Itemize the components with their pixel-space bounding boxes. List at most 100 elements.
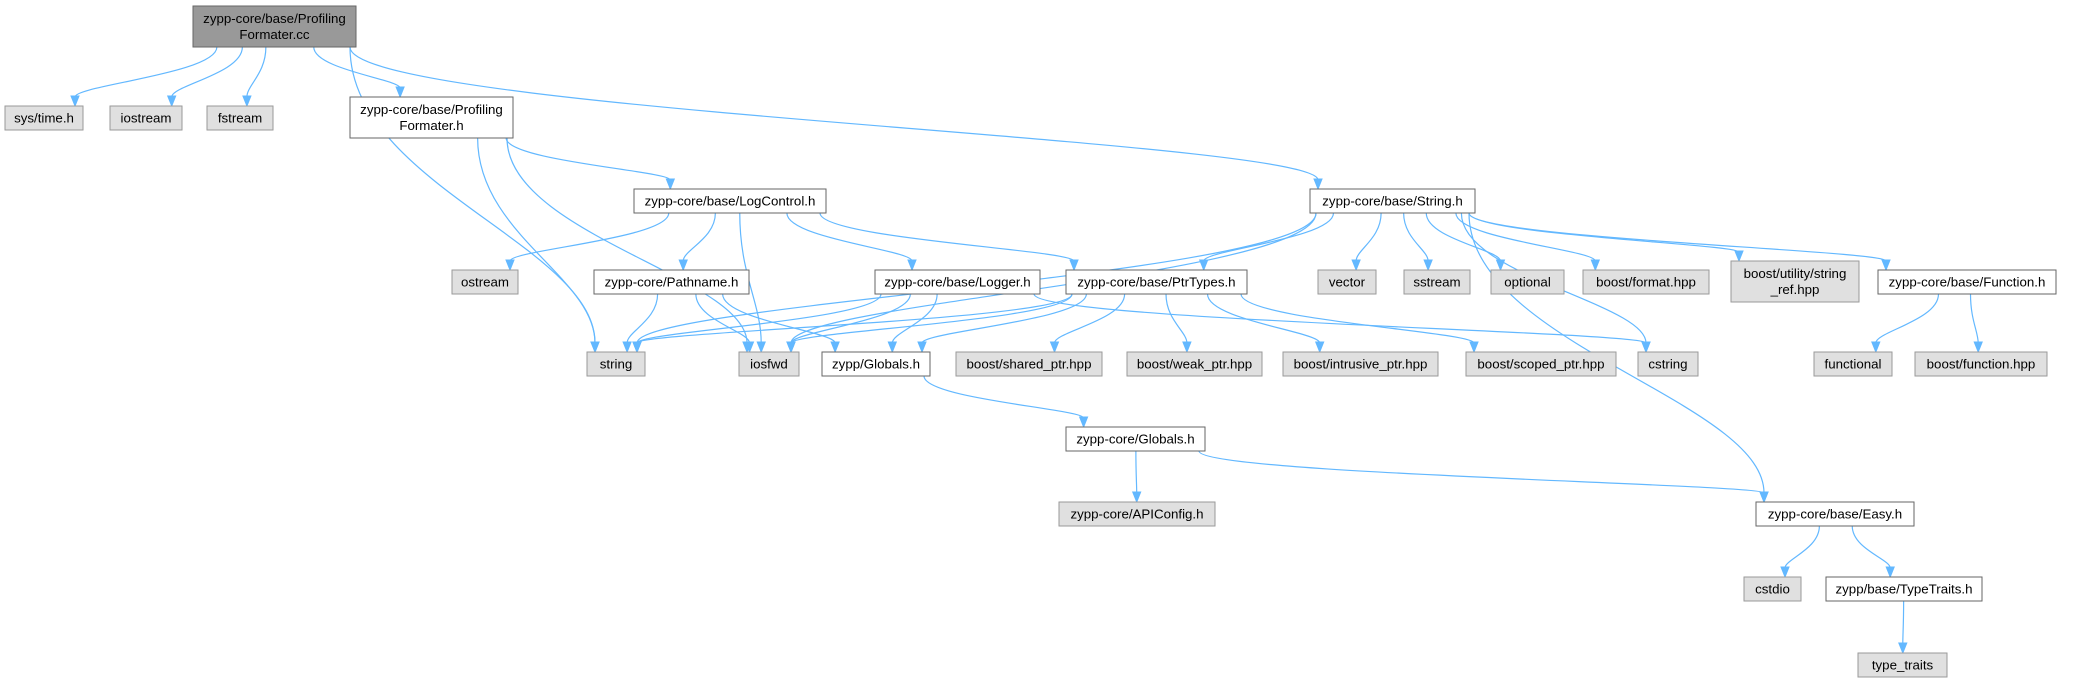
edge-core-globals-to-easy — [1198, 450, 1765, 494]
node-logger[interactable]: zypp-core/base/Logger.h — [874, 269, 1041, 295]
edge-profiling-cc-to-string — [349, 46, 596, 344]
node-box — [1065, 269, 1248, 295]
arrowhead-icon — [830, 341, 840, 354]
node-box — [1309, 188, 1476, 214]
arrowhead-icon — [166, 95, 177, 108]
arrowhead-icon — [1641, 341, 1651, 354]
node-function-h[interactable]: zypp-core/base/Function.h — [1877, 269, 2057, 295]
node-label: string — [600, 357, 633, 372]
edge-string-h-to-function-h — [1468, 212, 1887, 262]
node-box — [1743, 576, 1802, 602]
arrowhead-icon — [786, 341, 796, 354]
node-label: zypp-core/base/LogControl.h — [645, 194, 816, 209]
arrowhead-icon — [1314, 341, 1325, 354]
node-label: zypp-core/base/Profiling — [203, 11, 346, 26]
edge-profiling-cc-to-sys-time — [74, 46, 218, 98]
node-box — [1637, 351, 1699, 377]
node-label: zypp/Globals.h — [832, 357, 920, 372]
arrowhead-icon — [665, 178, 676, 191]
node-functional: functional — [1813, 351, 1893, 377]
node-string-h[interactable]: zypp-core/base/String.h — [1309, 188, 1476, 214]
node-box — [1490, 269, 1565, 295]
node-box — [738, 351, 800, 377]
arrowhead-icon — [1780, 566, 1790, 579]
node-label: boost/function.hpp — [1927, 357, 2036, 372]
node-logcontrol[interactable]: zypp-core/base/LogControl.h — [633, 188, 827, 214]
edge-logger-to-cstring — [1033, 293, 1647, 344]
arrowhead-icon — [395, 86, 405, 99]
arrowhead-icon — [907, 259, 917, 272]
edge-layer — [70, 46, 1983, 655]
node-sys-time: sys/time.h — [4, 105, 84, 131]
node-box — [586, 351, 646, 377]
node-label: sys/time.h — [14, 111, 74, 126]
node-label: optional — [1504, 275, 1551, 290]
node-box — [1730, 260, 1860, 303]
node-label: zypp-core/base/String.h — [1322, 194, 1462, 209]
node-box — [4, 105, 84, 131]
node-ostream: ostream — [451, 269, 519, 295]
edge-string-h-to-ptrtypes — [1203, 212, 1335, 262]
arrowhead-icon — [1590, 259, 1601, 272]
node-sstream: sstream — [1403, 269, 1471, 295]
edge-ptrtypes-to-iosfwd — [790, 293, 1073, 344]
node-box — [1755, 501, 1915, 527]
node-label: zypp-core/base/Profiling — [360, 102, 503, 117]
arrowhead-icon — [1495, 259, 1506, 272]
node-boost-format: boost/format.hpp — [1582, 269, 1710, 295]
node-label: zypp-core/base/Easy.h — [1768, 507, 1902, 522]
node-label: functional — [1825, 357, 1882, 372]
node-label: vector — [1329, 275, 1366, 290]
edge-function-h-to-functional — [1875, 293, 1940, 344]
arrowhead-icon — [1078, 416, 1089, 429]
edge-typetraits-to-type-traits — [1902, 600, 1905, 645]
node-vector: vector — [1317, 269, 1377, 295]
edge-profiling-h-to-string — [477, 137, 596, 344]
edge-profiling-cc-to-profiling-h — [313, 46, 401, 89]
node-box — [109, 105, 183, 131]
edge-pathname-to-zypp-globals — [722, 293, 836, 344]
node-label: boost/weak_ptr.hpp — [1137, 357, 1252, 372]
arrowhead-icon — [1131, 491, 1142, 504]
node-zypp-globals[interactable]: zypp/Globals.h — [821, 351, 931, 377]
node-label: boost/format.hpp — [1596, 275, 1696, 290]
node-typetraits[interactable]: zypp/base/TypeTraits.h — [1825, 576, 1983, 602]
node-box — [1825, 576, 1983, 602]
arrowhead-icon — [1898, 642, 1908, 655]
node-label: zypp-core/base/Logger.h — [884, 275, 1030, 290]
edge-zypp-globals-to-core-globals — [923, 375, 1085, 419]
node-easy[interactable]: zypp-core/base/Easy.h — [1755, 501, 1915, 527]
arrowhead-icon — [1423, 259, 1433, 272]
node-label: Formater.h — [399, 118, 463, 133]
arrowhead-icon — [1469, 341, 1479, 354]
node-box — [1813, 351, 1893, 377]
node-label: type_traits — [1872, 658, 1934, 673]
node-ptrtypes[interactable]: zypp-core/base/PtrTypes.h — [1065, 269, 1248, 295]
node-label: ostream — [461, 275, 509, 290]
node-pathname[interactable]: zypp-core/Pathname.h — [593, 269, 750, 295]
edge-logger-to-string — [636, 293, 882, 344]
node-label: zypp-core/Globals.h — [1076, 432, 1194, 447]
edge-profiling-h-to-iosfwd — [506, 137, 748, 344]
node-box — [633, 188, 827, 214]
node-box — [1058, 501, 1216, 527]
node-core-globals[interactable]: zypp-core/Globals.h — [1065, 426, 1206, 452]
edge-ptrtypes-to-boost-weak — [1165, 293, 1188, 344]
arrowhead-icon — [1049, 341, 1060, 354]
arrowhead-icon — [917, 341, 927, 354]
arrowhead-icon — [70, 95, 80, 108]
arrowhead-icon — [756, 341, 766, 354]
node-label: zypp-core/base/Function.h — [1889, 275, 2046, 290]
edge-ptrtypes-to-zypp-globals — [921, 293, 1087, 344]
arrowhead-icon — [1973, 341, 1983, 354]
node-boost-scoped: boost/scoped_ptr.hpp — [1465, 351, 1617, 377]
edge-string-h-to-optional — [1425, 212, 1502, 262]
edge-profiling-cc-to-iostream — [171, 46, 243, 98]
arrowhead-icon — [632, 341, 642, 354]
node-box — [593, 269, 750, 295]
arrowhead-icon — [678, 259, 688, 272]
